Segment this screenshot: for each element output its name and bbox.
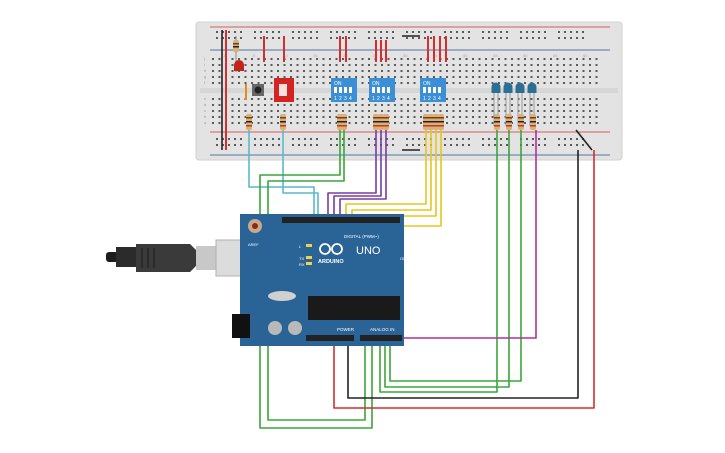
wire-red[interactable] [333, 150, 595, 409]
dip-pos: 3 [344, 96, 347, 102]
usb-cable[interactable] [106, 239, 263, 277]
column-number: 5 [253, 53, 256, 58]
power-header[interactable] [306, 335, 354, 341]
microcontroller-chip [308, 296, 400, 320]
wire-magenta[interactable] [402, 130, 537, 339]
row-letter: g [204, 74, 206, 79]
column-number: 10 [283, 53, 288, 58]
wire-yellow[interactable] [345, 130, 427, 218]
aref-label: AREF [248, 242, 259, 247]
column-number: 45 [493, 53, 498, 58]
row-letter: c [204, 108, 206, 113]
resistor[interactable] [378, 114, 384, 130]
on-label: ON [400, 256, 406, 261]
dip-switch-3[interactable]: ON 1 2 3 4 [420, 78, 446, 102]
dip-switch-1[interactable]: ON 1 2 3 4 [331, 78, 357, 102]
row-letter: a [204, 120, 207, 125]
resistor[interactable] [341, 114, 347, 130]
column-number: 30 [403, 53, 408, 58]
resistor[interactable] [433, 114, 439, 130]
wire-purple[interactable] [327, 130, 377, 218]
wire-green[interactable] [389, 130, 522, 382]
resistor[interactable] [506, 114, 512, 130]
dip-pos: 4 [387, 96, 390, 102]
resistor[interactable] [530, 114, 536, 130]
resistor[interactable] [280, 114, 286, 130]
dip-pos: 3 [433, 96, 436, 102]
dip-pos: 2 [428, 96, 431, 102]
dip-on-label: ON [334, 81, 342, 87]
led-l [306, 244, 312, 247]
row-letter: b [204, 114, 207, 119]
resistor[interactable] [373, 114, 379, 130]
tx-label: TX [299, 256, 304, 261]
column-number: 35 [433, 53, 438, 58]
arduino-logo-icon [319, 243, 331, 255]
wire-purple[interactable] [333, 130, 382, 218]
wire-cyan[interactable] [248, 130, 315, 218]
jumper-wires-top[interactable] [221, 30, 593, 151]
wire-black[interactable] [347, 150, 579, 399]
row-letter: h [204, 68, 206, 73]
wire-purple[interactable] [339, 130, 387, 218]
capacitor [288, 321, 302, 335]
board-brand: ARDUINO [318, 259, 344, 265]
column-number: 15 [313, 53, 318, 58]
slide-switch[interactable] [274, 78, 294, 102]
row-letter: j [203, 56, 205, 61]
l-label: L [299, 244, 302, 249]
wire-green[interactable] [379, 130, 498, 393]
push-button[interactable] [245, 84, 264, 100]
wire-green[interactable] [384, 130, 510, 388]
row-letter: i [204, 62, 205, 67]
resistor[interactable] [518, 114, 524, 130]
dip-pos: 1 [334, 96, 337, 102]
dip-pos: 3 [382, 96, 385, 102]
breadboard[interactable]: j i h g f e d c b a 1 5 10 15 20 25 30 3… [195, 21, 623, 161]
column-number: 55 [553, 53, 558, 58]
led-rx [306, 262, 312, 265]
crystal [268, 291, 296, 301]
red-led[interactable] [233, 36, 244, 72]
board-model: UNO [356, 245, 381, 257]
digital-label: DIGITAL (PWM~) [344, 234, 379, 239]
analog-label: ANALOG IN [370, 327, 395, 332]
resistor[interactable] [438, 114, 444, 130]
dip-pos: 1 [423, 96, 426, 102]
arduino-board[interactable]: UNO ARDUINO DIGITAL (PWM~) POWER ANALOG … [232, 214, 406, 346]
dip-pos: 2 [339, 96, 342, 102]
dip-on-label: ON [372, 81, 380, 87]
led-tx [306, 256, 312, 259]
digital-header[interactable] [282, 217, 400, 223]
resistor[interactable] [423, 114, 429, 130]
dip-pos: 4 [349, 96, 352, 102]
resistor[interactable] [428, 114, 434, 130]
resistor[interactable] [494, 114, 500, 130]
column-number: 50 [523, 53, 528, 58]
dip-pos: 4 [438, 96, 441, 102]
column-number: 60 [583, 53, 588, 58]
rx-label: RX [299, 262, 305, 267]
center-channel [200, 88, 618, 93]
column-number: 40 [463, 53, 468, 58]
dip-pos: 1 [372, 96, 375, 102]
power-jack[interactable] [232, 314, 250, 338]
column-number: 1 [223, 53, 226, 58]
row-letter: d [204, 102, 206, 107]
resistor-array[interactable] [246, 114, 536, 130]
analog-header[interactable] [360, 335, 402, 341]
dip-switch-2[interactable]: ON 1 2 3 4 [369, 78, 395, 102]
power-label: POWER [337, 327, 355, 332]
capacitor [268, 321, 282, 335]
row-letter: f [204, 80, 206, 85]
dip-pos: 2 [377, 96, 380, 102]
row-letter: e [204, 96, 207, 101]
dip-on-label: ON [423, 81, 431, 87]
blue-leds[interactable] [491, 82, 537, 127]
resistor[interactable] [246, 114, 252, 130]
wire-cyan[interactable] [282, 130, 319, 218]
resistor[interactable] [383, 114, 389, 130]
